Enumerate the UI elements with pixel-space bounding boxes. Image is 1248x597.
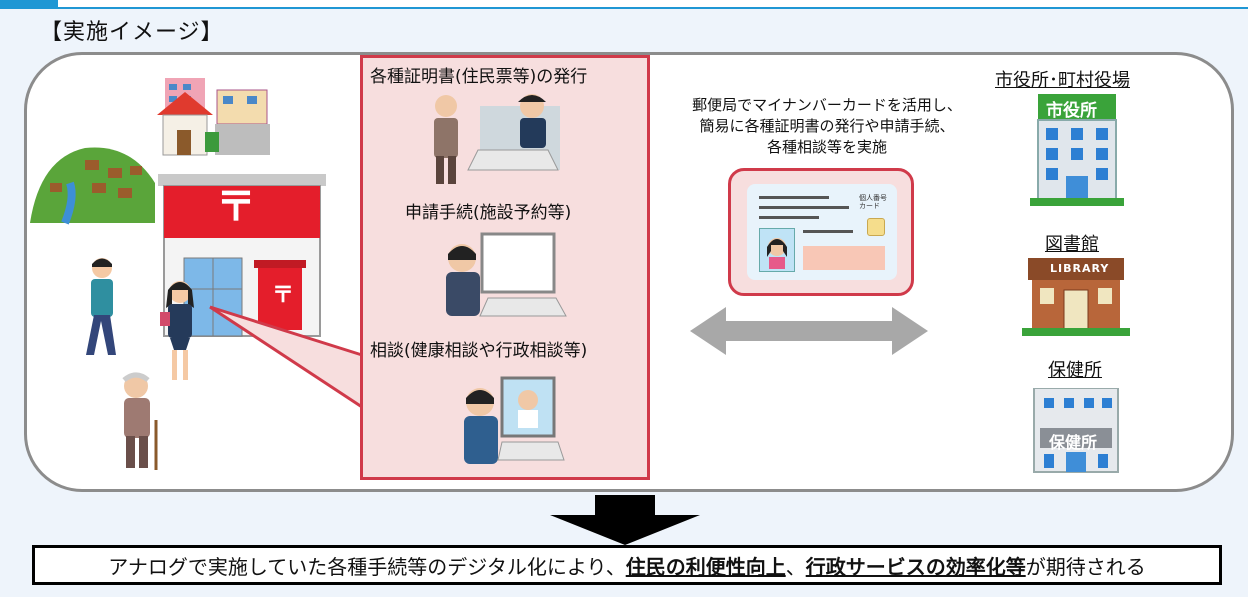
mynumber-card: 個人番号カード — [747, 184, 897, 280]
section-title: 【実施イメージ】 — [40, 20, 224, 45]
description-line-1: 郵便局でマイナンバーカードを活用し、 — [692, 96, 962, 114]
card-photo-icon — [759, 228, 795, 272]
service-consultation-label: 相談(健康相談や行政相談等) — [370, 341, 588, 361]
mynumber-description: 郵便局でマイナンバーカードを活用し、 簡易に各種証明書の発行や申請手続、 各種相… — [668, 95, 986, 158]
conclusion-highlight-efficiency: 行政サービスの効率化等 — [805, 554, 1026, 579]
post-office-symbol: 〒 — [216, 184, 256, 230]
service-applications-label: 申請手続(施設予約等) — [405, 203, 572, 223]
card-info-area — [803, 246, 885, 270]
certificate-counter-illustration — [434, 94, 560, 184]
city-hall-building-icon — [1030, 94, 1124, 206]
post-office-building — [158, 174, 326, 337]
walking-man-illustration — [86, 258, 116, 355]
callout-pointer — [209, 305, 363, 409]
top-bar — [0, 0, 1248, 9]
application-terminal-illustration — [446, 232, 567, 317]
down-arrow-icon — [550, 495, 700, 545]
mailbox-symbol: 〒 — [272, 283, 295, 308]
service-certificates-label: 各種証明書(住民票等)の発行 — [370, 67, 588, 87]
conclusion-suffix: が期待される — [1025, 554, 1146, 579]
card-tag-text: 個人番号カード — [859, 194, 887, 210]
conclusion-box: アナログで実施していた各種手続等のデジタル化により、 住民の利便性向上 、 行政… — [32, 545, 1222, 585]
conclusion-highlight-convenience: 住民の利便性向上 — [625, 554, 786, 579]
double-arrow-icon — [690, 307, 928, 355]
walking-woman-illustration — [160, 281, 194, 380]
conclusion-separator: 、 — [785, 554, 806, 579]
library-building-icon — [1022, 258, 1130, 336]
card-chip-icon — [867, 218, 885, 236]
health-center-label: 保健所 — [1048, 360, 1102, 381]
city-hall-sign: 市役所 — [1046, 101, 1097, 121]
top-bar-tab — [0, 0, 58, 7]
library-label: 図書館 — [1045, 234, 1099, 255]
hill-village-illustration — [30, 147, 155, 225]
health-center-building-icon — [1033, 388, 1119, 473]
houses-illustration — [157, 78, 270, 156]
mynumber-card-panel: 個人番号カード — [728, 168, 914, 296]
city-hall-label: 市役所･町村役場 — [995, 70, 1130, 91]
description-line-2: 簡易に各種証明書の発行や申請手続、 — [699, 117, 955, 135]
health-center-sign: 保健所 — [1049, 433, 1098, 452]
description-line-3: 各種相談等を実施 — [766, 138, 887, 156]
video-consultation-illustration — [464, 376, 565, 464]
elderly-man-illustration — [122, 372, 158, 470]
conclusion-prefix: アナログで実施していた各種手続等のデジタル化により、 — [108, 554, 626, 579]
library-sign: LIBRARY — [1050, 262, 1110, 275]
